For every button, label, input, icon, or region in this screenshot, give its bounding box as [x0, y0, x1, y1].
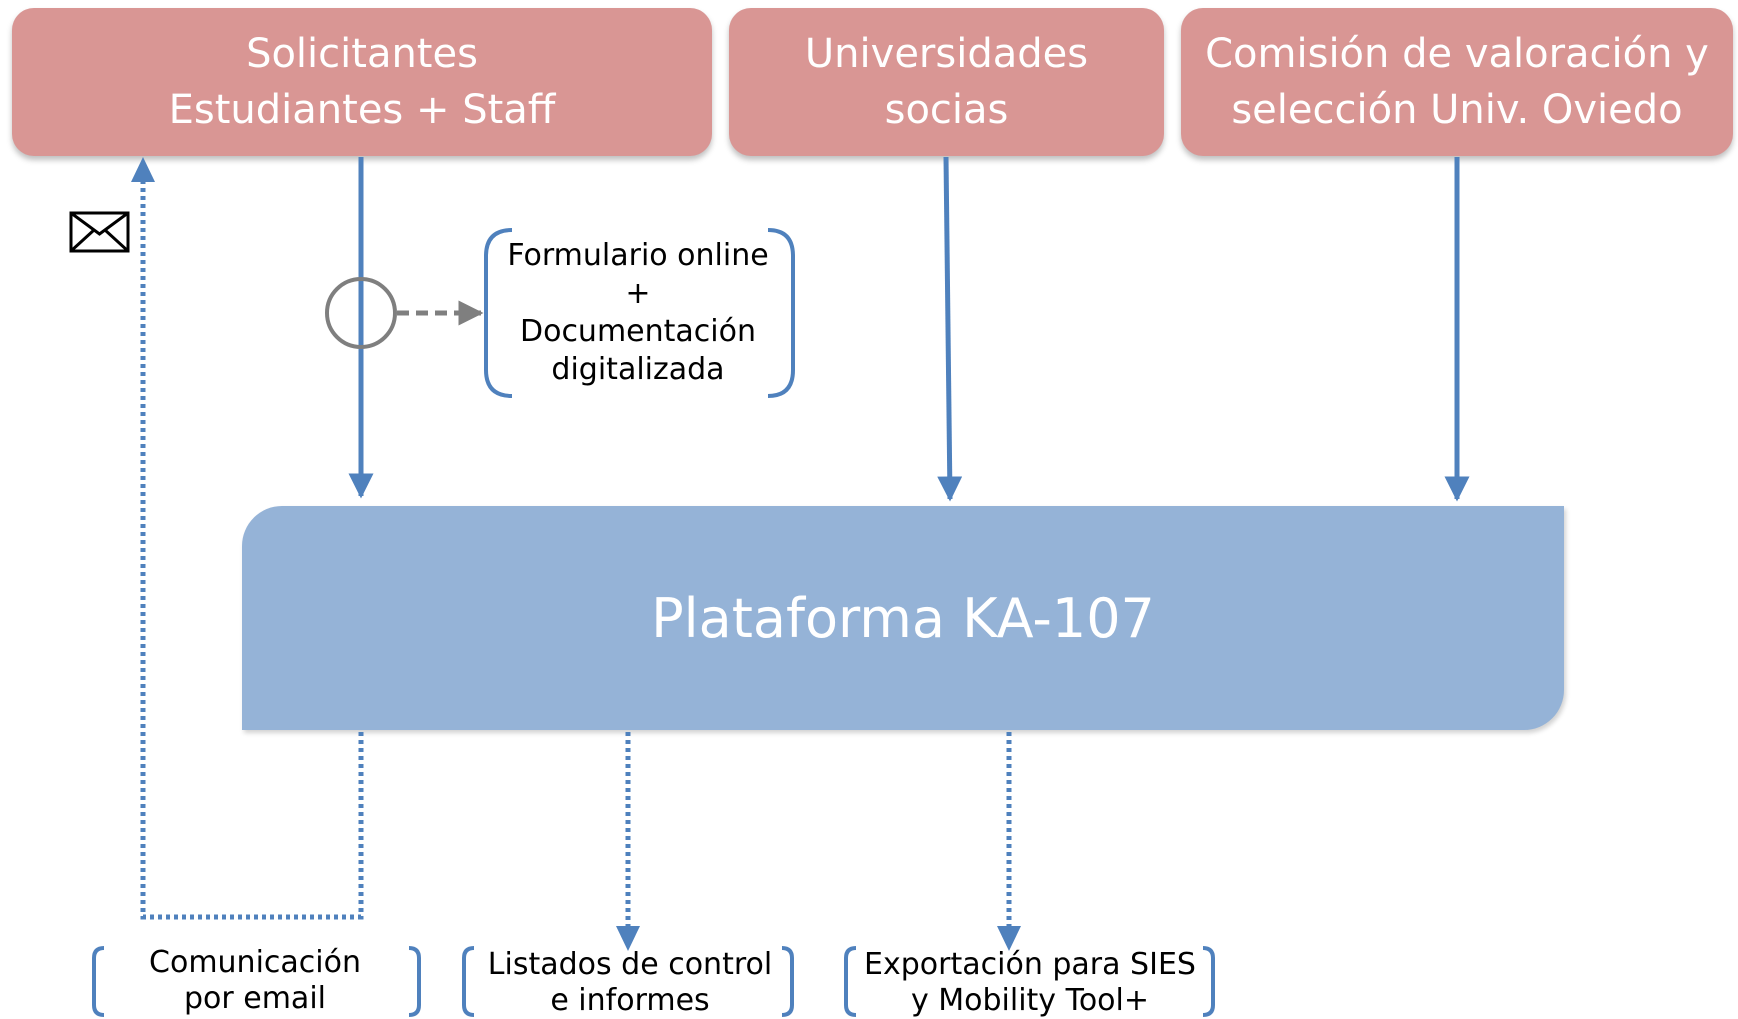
lists-note: Listados de control e informes	[470, 947, 790, 1019]
actor-applicants-line1: Solicitantes	[246, 31, 478, 77]
email-note: Comunicación por email	[110, 945, 400, 1017]
actor-partners-line2: socias	[884, 87, 1009, 133]
export-note-line2: y Mobility Tool+	[910, 983, 1150, 1018]
actor-committee-line2: selección Univ. Oviedo	[1231, 87, 1683, 133]
email-note-line2: por email	[183, 981, 326, 1016]
actor-partner-universities: Universidades socias	[729, 8, 1164, 156]
form-note-bracket-left	[484, 228, 513, 398]
platform-label: Plataforma KA-107	[651, 586, 1155, 650]
email-note-bracket-right	[408, 946, 421, 1017]
actor-committee-line1: Comisión de valoración y	[1205, 31, 1709, 77]
form-note-line4: digitalizada	[551, 352, 725, 387]
lists-note-bracket-right	[781, 946, 794, 1017]
actor-applicants: Solicitantes Estudiantes + Staff	[12, 8, 712, 156]
export-note-bracket-right	[1202, 946, 1215, 1017]
form-note-line2: +	[625, 276, 651, 311]
lists-note-line1: Listados de control	[487, 947, 773, 982]
form-note-line1: Formulario online	[507, 238, 769, 273]
form-note-bracket-right	[767, 228, 795, 398]
form-note-line3: Documentación	[519, 314, 756, 349]
flow-platform-email-to-applicants	[140, 170, 364, 920]
export-note-line1: Exportación para SIES	[864, 947, 1196, 982]
arrow-head-to-export	[997, 926, 1021, 951]
lists-note-line2: e informes	[550, 983, 710, 1018]
export-note: Exportación para SIES y Mobility Tool+	[860, 947, 1200, 1019]
message-event-circle-icon	[325, 277, 397, 349]
export-note-bracket-left	[844, 946, 857, 1017]
platform-box: Plataforma KA-107	[242, 506, 1564, 730]
envelope-icon	[69, 211, 130, 253]
arrow-head-to-lists	[616, 926, 640, 951]
lists-note-bracket-left	[462, 946, 475, 1017]
actor-applicants-line2: Estudiantes + Staff	[168, 87, 556, 133]
email-note-bracket-left	[92, 946, 105, 1017]
email-note-line1: Comunicación	[149, 945, 361, 980]
form-note: Formulario online + Documentación digita…	[488, 237, 788, 389]
actor-partners-line1: Universidades	[804, 31, 1089, 77]
arrow-head-to-applicants	[131, 157, 155, 182]
actor-selection-committee: Comisión de valoración y selección Univ.…	[1181, 8, 1733, 156]
flow-partners-to-platform	[937, 156, 963, 502]
